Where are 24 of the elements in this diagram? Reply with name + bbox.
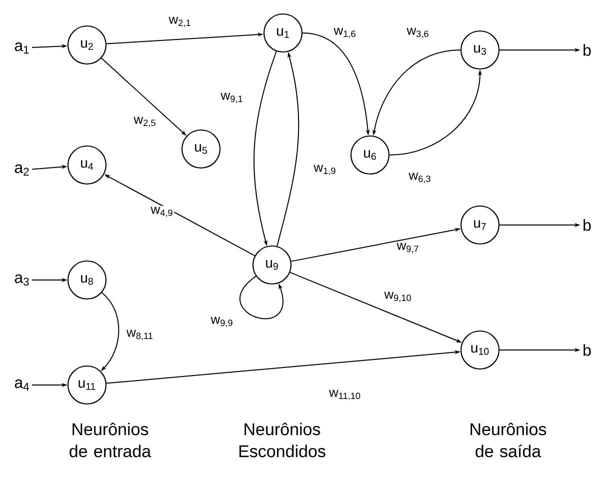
signal-label: a$_{2}$ (14, 164, 29, 176)
edge-label: w$_{9,7}$ (396, 242, 420, 254)
edge-label: w$_{6,3}$ (408, 172, 432, 184)
signal-label: b (584, 344, 591, 356)
edge-label: w$_{9,10}$ (383, 290, 413, 304)
group-caption: Neurônios Escondidos (239, 422, 326, 458)
signal-label: b (584, 219, 591, 231)
signal-label: a$_{4}$ (14, 379, 29, 391)
edge-label: w$_{9,1}$ (220, 92, 244, 104)
group-caption: Neurônios de saída (470, 422, 546, 458)
signal-label: a$_{1}$ (14, 42, 29, 54)
edge-label: w$_{1,6}$ (332, 26, 358, 40)
edge-label: w$_{8,11}$ (126, 328, 154, 342)
edge-label: w$_{1,9}$ (312, 164, 338, 176)
edge-label: w$_{9,9}$ (210, 316, 234, 328)
arrow (240, 276, 284, 320)
group-caption: Neurônios de entrada (70, 422, 152, 458)
edge-label: w$_{2,5}$ (132, 116, 158, 128)
edge-label: w$_{3,6}$ (406, 26, 430, 40)
edge-label: w$_{4,9}$ (150, 206, 174, 218)
edge-label: w$_{2,1}$ (168, 16, 192, 28)
signal-label: b (584, 44, 591, 56)
signal-label: a$_{3}$ (14, 274, 29, 286)
edge-label: w$_{11,10}$ (328, 388, 362, 402)
